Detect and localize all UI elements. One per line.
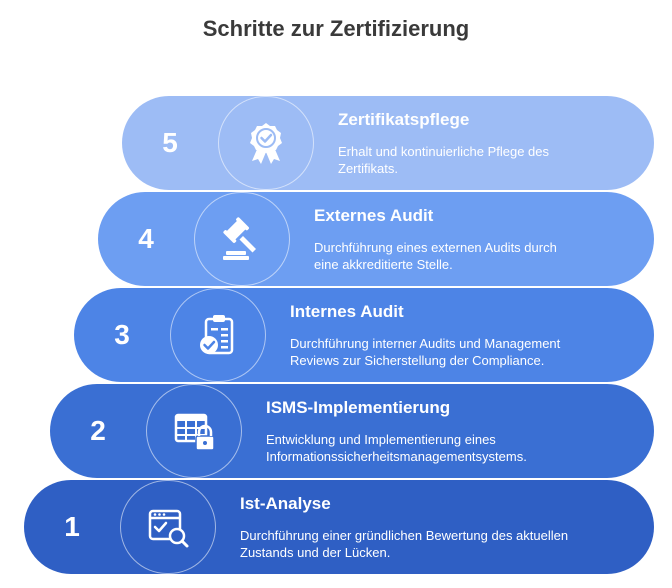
- step-title: Ist-Analyse: [240, 494, 331, 513]
- table-lock-icon: [146, 384, 242, 478]
- step-description: Erhalt und kontinuierliche Pflege des Ze…: [338, 143, 648, 177]
- step-description-line: Durchführung eines externen Audits durch: [314, 240, 557, 255]
- step-description-line: Durchführung einer gründlichen Bewertung…: [240, 528, 569, 543]
- step-1: 1 Ist-Analyse Durchführung einer gründli…: [24, 480, 654, 574]
- clipboard-check-icon: [170, 288, 266, 382]
- step-number: 4: [138, 223, 154, 254]
- step-description: Durchführung einer gründlichen Bewertung…: [240, 527, 640, 561]
- step-description-line: Zustands und der Lücken.: [240, 545, 391, 560]
- step-description: Durchführung interner Audits und Managem…: [290, 335, 640, 369]
- step-number: 1: [64, 511, 80, 542]
- step-3: 3 Internes Audit Durchführung interner A…: [74, 288, 654, 382]
- step-description-line: Erhalt und kontinuierliche Pflege des: [338, 144, 550, 159]
- step-description-line: Entwicklung und Implementierung eines: [266, 432, 496, 447]
- step-description-line: Reviews zur Sicherstellung der Complianc…: [290, 353, 545, 368]
- calendar-search-icon: [120, 480, 216, 574]
- award-ribbon-icon: [218, 96, 314, 190]
- diagram-title: Schritte zur Zertifizierung: [202, 16, 470, 41]
- step-number: 5: [162, 127, 178, 158]
- step-2: 2 ISMS-Implementierung Entwicklung und I…: [50, 384, 654, 478]
- gavel-icon: [194, 192, 290, 286]
- step-4: 4 Externes Audit Durchführung eines exte…: [98, 192, 654, 286]
- step-description-line: Durchführung interner Audits und Managem…: [290, 336, 561, 351]
- step-title: Zertifikatspflege: [338, 110, 470, 129]
- step-description: Durchführung eines externen Audits durch…: [314, 239, 644, 273]
- step-title: ISMS-Implementierung: [266, 398, 451, 417]
- step-description-line: Informationssicherheitsmanagementsystems…: [266, 449, 527, 464]
- step-title: Externes Audit: [314, 206, 434, 225]
- step-description-line: eine akkreditierte Stelle.: [314, 257, 453, 272]
- step-number: 3: [114, 319, 130, 350]
- step-5: 5 Zertifikatspflege Erhalt und kontinuie…: [122, 96, 654, 190]
- step-number: 2: [90, 415, 106, 446]
- step-title: Internes Audit: [290, 302, 404, 321]
- step-description-line: Zertifikats.: [338, 161, 398, 176]
- step-description: Entwicklung und Implementierung eines In…: [266, 431, 636, 465]
